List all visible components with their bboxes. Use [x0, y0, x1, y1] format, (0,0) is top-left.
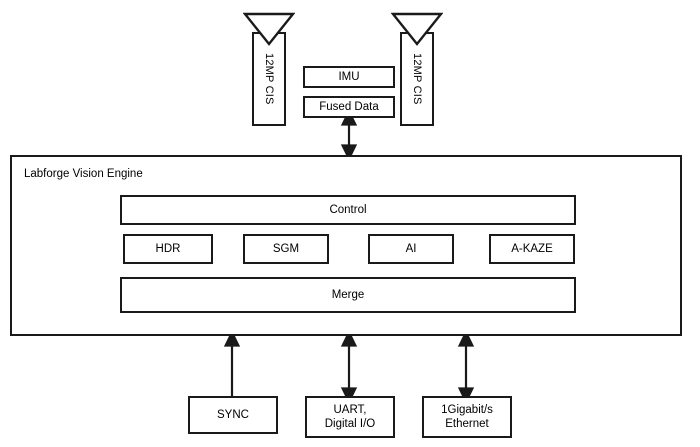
processing-block-hdr: HDR	[123, 234, 213, 264]
interface-uart: UART, Digital I/O	[305, 396, 395, 438]
processing-block-sgm-label: SGM	[272, 242, 300, 255]
fused-data-label: Fused Data	[319, 100, 379, 113]
vision-engine-label: Labforge Vision Engine	[24, 168, 143, 180]
interface-ethernet: 1Gigabit/s Ethernet	[422, 396, 512, 438]
control-label: Control	[329, 203, 367, 216]
interface-uart-line1: UART,	[333, 403, 367, 416]
processing-block-akaze: A-KAZE	[489, 234, 575, 264]
processing-block-hdr-label: HDR	[155, 242, 181, 255]
left-camera-body	[252, 32, 286, 126]
processing-block-sgm: SGM	[243, 234, 329, 264]
right-camera-assembly: 12MP CIS	[391, 6, 443, 126]
interface-ethernet-line1: 1Gigabit/s	[441, 403, 493, 416]
processing-block-ai: AI	[368, 234, 454, 264]
imu-label: IMU	[338, 70, 360, 83]
interface-sync-label: SYNC	[217, 408, 249, 421]
left-camera-label: 12MP CIS	[263, 53, 275, 105]
interface-sync: SYNC	[188, 396, 278, 434]
lens-triangle-icon	[243, 12, 295, 46]
imu-block: IMU	[303, 66, 395, 88]
interface-uart-line2: Digital I/O	[324, 418, 376, 430]
lens-triangle-icon	[391, 12, 443, 46]
left-camera-assembly: 12MP CIS	[243, 6, 295, 126]
processing-block-ai-label: AI	[405, 242, 417, 255]
interface-ethernet-line2: Ethernet	[445, 418, 489, 430]
fused-data-block: Fused Data	[303, 96, 395, 118]
merge-label: Merge	[331, 288, 365, 301]
right-camera-label: 12MP CIS	[411, 53, 423, 105]
right-camera-label-wrap: 12MP CIS	[400, 32, 434, 126]
left-camera-label-wrap: 12MP CIS	[252, 32, 286, 126]
processing-block-akaze-label: A-KAZE	[511, 242, 553, 255]
merge-block: Merge	[120, 277, 576, 313]
control-block: Control	[120, 195, 576, 225]
